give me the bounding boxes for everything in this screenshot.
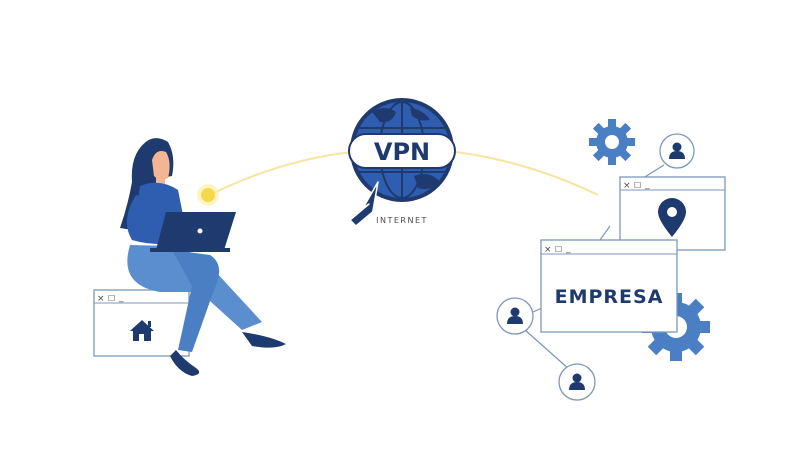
vpn-pill bbox=[348, 133, 456, 169]
user-icon bbox=[558, 363, 596, 401]
internet-caption: INTERNET bbox=[376, 216, 428, 225]
location-window-maximize-control: ☐ bbox=[634, 181, 641, 190]
company-label: EMPRESA bbox=[555, 286, 664, 308]
connection-glow bbox=[197, 184, 219, 206]
gear-icon bbox=[589, 119, 635, 165]
vpn-label: VPN bbox=[374, 138, 430, 166]
connection-arc-right bbox=[455, 151, 599, 196]
home-window-minimize-control: _ bbox=[118, 293, 124, 303]
company-window-maximize-control: ☐ bbox=[555, 245, 562, 254]
company-window bbox=[540, 239, 678, 333]
user-icon bbox=[659, 133, 695, 169]
cursor-arrow-icon bbox=[349, 181, 379, 227]
location-window-close-control: × bbox=[623, 181, 631, 191]
home-icon bbox=[130, 320, 154, 341]
location-window-minimize-control: _ bbox=[644, 180, 650, 190]
user-icon bbox=[496, 297, 534, 335]
connection-arc-left bbox=[209, 151, 353, 196]
home-window-maximize-control: ☐ bbox=[108, 294, 115, 303]
home-window-close-control: × bbox=[97, 294, 105, 304]
company-window-minimize-control: _ bbox=[565, 244, 571, 254]
company-window-close-control: × bbox=[544, 245, 552, 255]
person-with-laptop-illustration bbox=[120, 138, 286, 376]
location-pin-icon bbox=[658, 198, 686, 237]
